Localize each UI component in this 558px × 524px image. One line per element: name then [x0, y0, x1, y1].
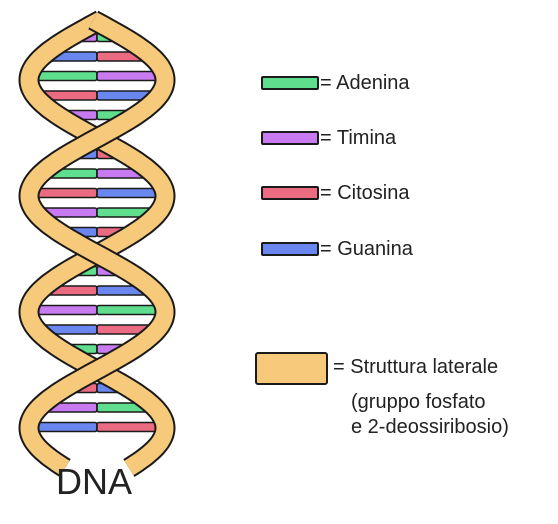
adenina-label: = Adenina: [320, 71, 410, 95]
backbone-note-line1: (gruppo fosfato: [351, 390, 486, 415]
citosina-swatch: [261, 186, 319, 200]
sugar-phosphate-backbones: [29, 20, 165, 468]
guanina-label: = Guanina: [320, 237, 413, 261]
timina-label: = Timina: [320, 126, 396, 150]
dna-double-helix: [0, 0, 220, 480]
citosina-label: = Citosina: [320, 181, 410, 205]
backbone-swatch: [255, 352, 328, 385]
backbone-note-line2: e 2-deossiribosio): [351, 415, 509, 440]
adenina-swatch: [261, 76, 319, 90]
timina-swatch: [261, 131, 319, 145]
dna-caption: DNA: [56, 461, 132, 503]
guanina-swatch: [261, 242, 319, 256]
backbone-label: = Struttura laterale: [333, 355, 498, 380]
